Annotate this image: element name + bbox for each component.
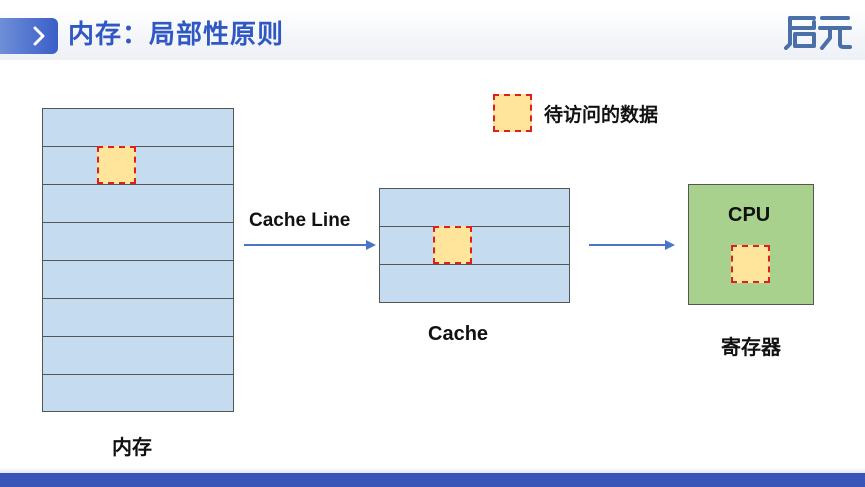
- footer-bar: [0, 467, 865, 487]
- memory-row: [43, 223, 233, 261]
- memory-block: [42, 108, 234, 412]
- cache-row: [380, 227, 569, 265]
- memory-row: [43, 109, 233, 147]
- cpu-data-square: [731, 245, 770, 283]
- cache-block: [379, 188, 570, 303]
- cache-data-square: [433, 226, 472, 264]
- legend-data-square-icon: [493, 94, 532, 132]
- memory-row: [43, 299, 233, 337]
- cache-row: [380, 189, 569, 227]
- title-chevron-icon: [0, 18, 58, 54]
- cache-row: [380, 265, 569, 303]
- cpu-block: [688, 184, 814, 305]
- title-bar: [0, 10, 865, 60]
- cache-line-label: Cache Line: [249, 210, 351, 231]
- cache-line-arrow-icon: [244, 240, 376, 250]
- cache-label: Cache: [428, 323, 489, 345]
- cpu-label: CPU: [728, 204, 771, 226]
- cache-to-cpu-arrow-icon: [589, 240, 675, 250]
- memory-row: [43, 375, 233, 413]
- memory-row: [43, 147, 233, 185]
- logo-icon: [784, 12, 852, 50]
- memory-row: [43, 261, 233, 299]
- memory-data-square: [97, 146, 136, 184]
- register-label: 寄存器: [721, 335, 781, 359]
- memory-label: 内存: [112, 435, 152, 459]
- memory-row: [43, 185, 233, 223]
- legend-label: 待访问的数据: [544, 104, 659, 126]
- memory-row: [43, 337, 233, 375]
- page-title: 内存：局部性原则: [68, 20, 285, 50]
